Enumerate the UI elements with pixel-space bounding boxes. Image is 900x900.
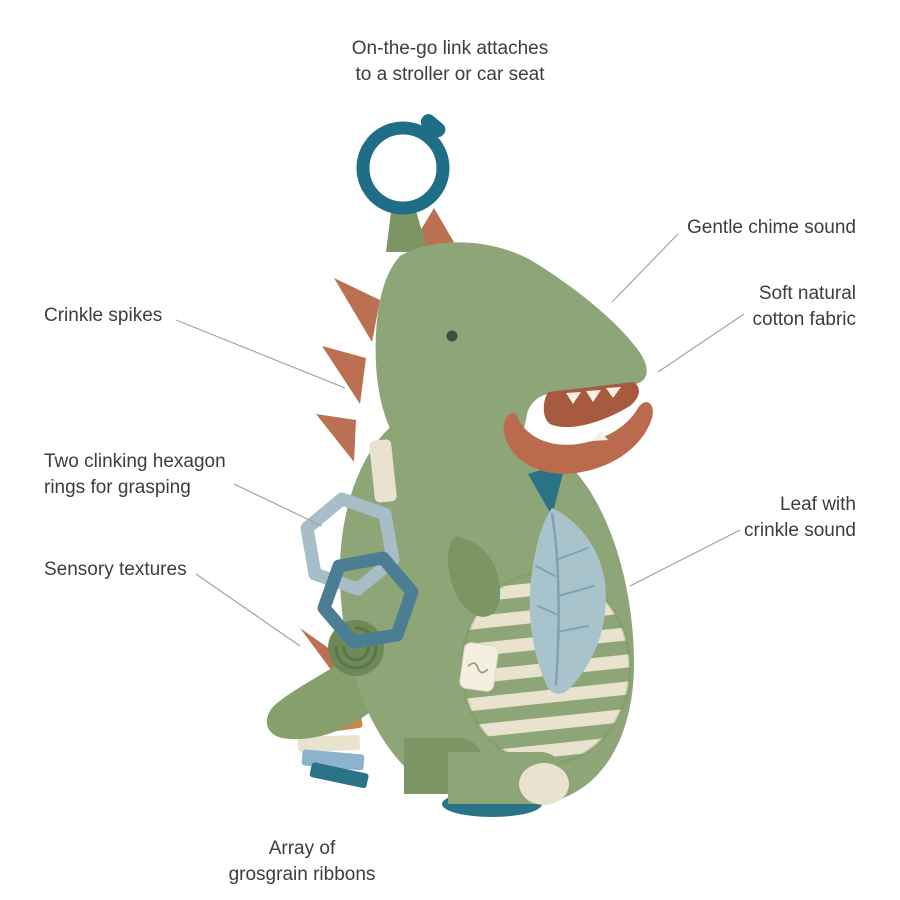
hexagon-ring-light — [300, 492, 400, 596]
callout-line-gentle-chime — [611, 233, 679, 303]
dinosaur-arm — [448, 536, 501, 617]
front-foot — [448, 752, 569, 805]
crinkle-leaf — [529, 508, 606, 694]
attachment-ring — [356, 114, 450, 215]
callout-label-on-the-go: On-the-go link attaches to a stroller or… — [351, 38, 549, 86]
callout-lines — [175, 233, 745, 647]
hexagon-strap — [369, 439, 397, 503]
hexagon-ring-teal — [317, 551, 419, 649]
hanging-loop — [386, 204, 428, 252]
callout-label-hexagon-rings: Two clinking hexagon rings for grasping — [44, 451, 226, 499]
callout-line-crinkle-spikes — [175, 319, 346, 389]
callout-label-crinkle-spikes: Crinkle spikes — [44, 305, 163, 326]
callout-label-crinkle-leaf: Leaf with crinkle sound — [744, 494, 856, 542]
callout-line-hexagon-rings — [233, 483, 323, 527]
dinosaur-eye — [446, 330, 458, 342]
callout-line-sensory-textures — [195, 573, 301, 647]
callout-label-gentle-chime: Gentle chime sound — [687, 217, 856, 238]
ring-clasp — [420, 114, 446, 138]
brand-tag — [459, 642, 499, 692]
leaf-attachment — [528, 462, 566, 516]
callout-line-crinkle-leaf — [629, 529, 741, 587]
dinosaur-mouth — [503, 382, 653, 474]
dinosaur-head — [375, 242, 647, 476]
callout-label-sensory-textures: Sensory textures — [44, 559, 187, 580]
callout-label-grosgrain-ribbons: Array of grosgrain ribbons — [228, 838, 376, 886]
ribbon-tab-cream — [297, 735, 361, 753]
tail-spike — [300, 628, 340, 682]
callout-line-cotton-fabric — [657, 313, 745, 373]
hexagon-rings — [300, 439, 419, 649]
ribbon-tab-teal — [309, 762, 369, 789]
callout-label-cotton-fabric: Soft natural cotton fabric — [752, 283, 857, 331]
